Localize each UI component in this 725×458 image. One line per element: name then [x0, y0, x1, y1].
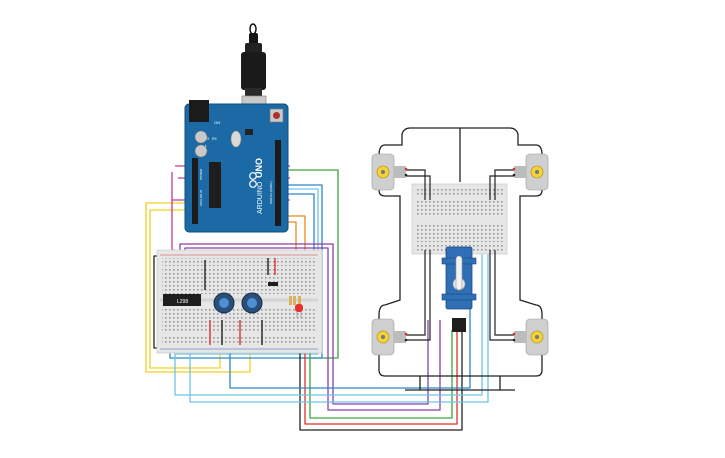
dc-motor-icon[interactable]	[371, 153, 408, 191]
wire-green-long	[309, 330, 453, 419]
resistor-group	[268, 282, 301, 305]
microcontroller-chip	[209, 162, 221, 208]
wire-red-long	[304, 330, 458, 425]
wire-black-long	[299, 330, 463, 431]
arduino-board[interactable]: ON L TX RX ARDUINO UNO ANALOG IN POWER D…	[184, 23, 289, 233]
arduino-model-label: UNO	[254, 158, 264, 178]
wire-magenta-2	[171, 172, 175, 251]
servo-motor-icon[interactable]	[441, 246, 477, 332]
breadboard-robot[interactable]	[411, 183, 508, 255]
wire-lightblue-long-2	[189, 215, 489, 403]
l298-chip[interactable]: L298	[163, 294, 201, 306]
on-label: ON	[214, 120, 220, 125]
jumper-group	[204, 258, 276, 345]
robot-wires	[405, 169, 515, 341]
potentiometer-icon[interactable]	[213, 292, 235, 314]
l-label: L	[205, 143, 208, 148]
potentiometer-icon-2[interactable]	[241, 292, 263, 314]
wire-lightblue-long	[174, 215, 483, 396]
robot-chassis[interactable]	[378, 127, 543, 391]
ic-label: L298	[177, 299, 188, 305]
dc-motor-icon-4[interactable]	[512, 318, 549, 356]
tx-label: TX	[205, 137, 210, 141]
infinity-logo-icon	[249, 172, 257, 188]
wire-yellow-2	[149, 209, 221, 369]
dc-motor-icon-3[interactable]	[371, 318, 408, 356]
power-label: POWER	[199, 168, 203, 180]
led-icon[interactable]	[295, 304, 303, 318]
wire-yellow	[145, 202, 251, 373]
dc-motor-icon-2[interactable]	[512, 153, 549, 191]
analog-in-label: ANALOG IN	[199, 190, 203, 206]
digital-label: DIGITAL (PWM~)	[269, 181, 273, 204]
arduino-brand-label: ARDUINO	[257, 181, 264, 214]
power-jack	[189, 100, 209, 122]
rx-label: RX	[212, 137, 218, 141]
